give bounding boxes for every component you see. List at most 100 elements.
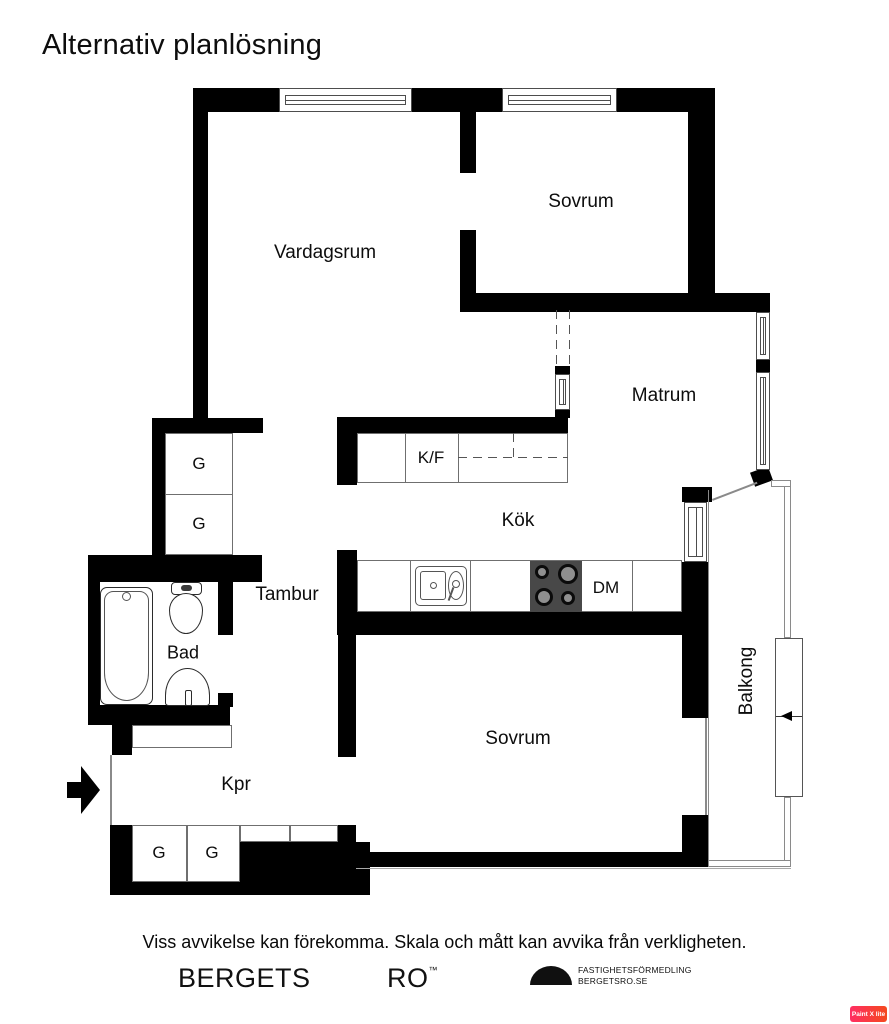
room-label-bad: Bad xyxy=(166,642,200,663)
window-bedroom2-balcony-glass xyxy=(705,718,707,815)
wall-bedroom2-left-step xyxy=(338,825,356,852)
counter-dashed-line xyxy=(458,457,568,458)
wall-closet-left xyxy=(152,433,165,555)
counter-divider xyxy=(470,560,471,612)
balcony-door-leaf xyxy=(712,481,758,501)
entry-threshold-line xyxy=(110,755,112,825)
wardrobe-hall-1 xyxy=(165,433,233,495)
balcony-rail-top xyxy=(771,480,791,487)
wall-bedroom1-left-a xyxy=(460,112,476,173)
balcony-hatch-arrow-icon xyxy=(781,711,792,721)
window-glass xyxy=(688,507,703,557)
wall-balcony-door-post xyxy=(682,487,712,502)
room-label-matrum: Matrum xyxy=(631,385,697,406)
brand-ro: RO™ xyxy=(387,963,438,994)
agency-line2: BERGETSRO.SE xyxy=(578,975,648,986)
wardrobe-hall-2 xyxy=(165,494,233,555)
window-glass xyxy=(508,95,611,105)
balcony-rail-bottom xyxy=(708,860,791,867)
agency-text: FASTIGHETSFÖRMEDLING BERGETSRO.SE xyxy=(578,965,692,986)
wall-bath-left xyxy=(88,582,100,725)
wardrobe-label: G xyxy=(205,843,219,862)
wall-top-a xyxy=(193,88,279,112)
window-bedroom1 xyxy=(502,88,617,112)
agency-dome-logo-icon xyxy=(530,966,572,985)
entry-arrow-stem xyxy=(67,782,81,798)
dashed-opening-right xyxy=(569,310,570,366)
room-label-sovrum-bottom: Sovrum xyxy=(485,728,551,749)
window-dining-b xyxy=(756,372,770,470)
counter-dashed-divider xyxy=(513,433,514,457)
counter-divider xyxy=(632,560,633,612)
wall-kitchen-bedroom-divider xyxy=(337,612,708,635)
wall-bath-top xyxy=(88,555,262,582)
brand-ro-text: RO xyxy=(387,963,429,993)
room-label-kpr: Kpr xyxy=(221,774,251,795)
stove-burner xyxy=(558,564,578,584)
window-glass xyxy=(760,377,766,465)
wall-closet-top xyxy=(152,418,263,433)
room-label-vardagsrum: Vardagsrum xyxy=(273,242,377,263)
room-label-balkong: Balkong xyxy=(736,646,757,716)
wall-kitchen-window-cap-bottom xyxy=(555,410,570,418)
kitchen-counter-lower xyxy=(357,560,682,612)
window-glass xyxy=(559,379,566,405)
wall-bay-window-separator xyxy=(756,360,770,372)
sink-drain xyxy=(430,582,437,589)
entry-arrow-icon xyxy=(81,766,100,814)
wall-bedroom1-bottom xyxy=(460,293,770,312)
entry-shelf xyxy=(132,725,232,748)
counter-divider xyxy=(458,433,459,483)
window-kitchen xyxy=(555,374,570,410)
wall-bedroom2-bottom xyxy=(356,852,708,867)
window-glass xyxy=(285,95,406,105)
wardrobe-kpr-2 xyxy=(187,825,240,882)
toilet-flush-button xyxy=(181,585,192,591)
wall-right-upper xyxy=(688,112,715,293)
sink-tap xyxy=(452,580,460,588)
wall-bedroom1-left-b xyxy=(460,230,476,293)
fridge-freezer-label: K/F xyxy=(417,448,445,467)
bathtub-drain xyxy=(122,592,131,601)
stove-burner xyxy=(535,588,553,606)
wardrobe-label: G xyxy=(192,454,206,473)
wall-kitchen-left-b xyxy=(337,550,357,612)
counter-divider xyxy=(410,560,411,612)
wall-entry-step xyxy=(112,725,132,755)
balcony-inner-edge xyxy=(708,490,709,860)
kitchen-counter-upper xyxy=(357,433,568,483)
agency-line1: FASTIGHETSFÖRMEDLING xyxy=(578,965,692,975)
wall-kitchen-right xyxy=(682,562,708,718)
watermark-badge: Paint X lite xyxy=(850,1006,887,1022)
wall-bath-right-a xyxy=(218,582,233,635)
dishwasher-label: DM xyxy=(592,578,620,597)
window-dining-a xyxy=(756,312,770,360)
balcony-rail-right-upper xyxy=(784,486,791,638)
cabinet-kpr-3 xyxy=(240,825,290,842)
cabinet-kpr-4 xyxy=(290,825,338,842)
dashed-opening-left xyxy=(556,310,557,366)
bathtub-inner xyxy=(104,591,149,701)
wardrobe-kpr-1 xyxy=(132,825,187,882)
wall-bath-bottom xyxy=(88,705,230,725)
stove-burner xyxy=(535,565,549,579)
toilet-bowl xyxy=(169,593,203,634)
building-base-line xyxy=(356,868,791,869)
wall-kitchen-top xyxy=(338,417,568,433)
wardrobe-label: G xyxy=(152,843,166,862)
room-label-tambur: Tambur xyxy=(255,584,319,605)
wall-kitchen-left-a xyxy=(337,417,357,485)
room-label-sovrum-top: Sovrum xyxy=(548,191,614,212)
window-kitchen-right xyxy=(684,502,707,562)
wall-top-c xyxy=(617,88,715,112)
room-label-kok: Kök xyxy=(501,510,535,531)
bathroom-sink-tap xyxy=(185,690,192,706)
page-title: Alternativ planlösning xyxy=(42,29,323,61)
counter-divider xyxy=(405,433,406,483)
window-glass xyxy=(760,317,766,355)
wall-left-upper xyxy=(193,112,208,418)
trademark-symbol: ™ xyxy=(428,965,438,975)
disclaimer-text: Viss avvikelse kan förekomma. Skala och … xyxy=(142,932,747,952)
stove-burner xyxy=(561,591,575,605)
